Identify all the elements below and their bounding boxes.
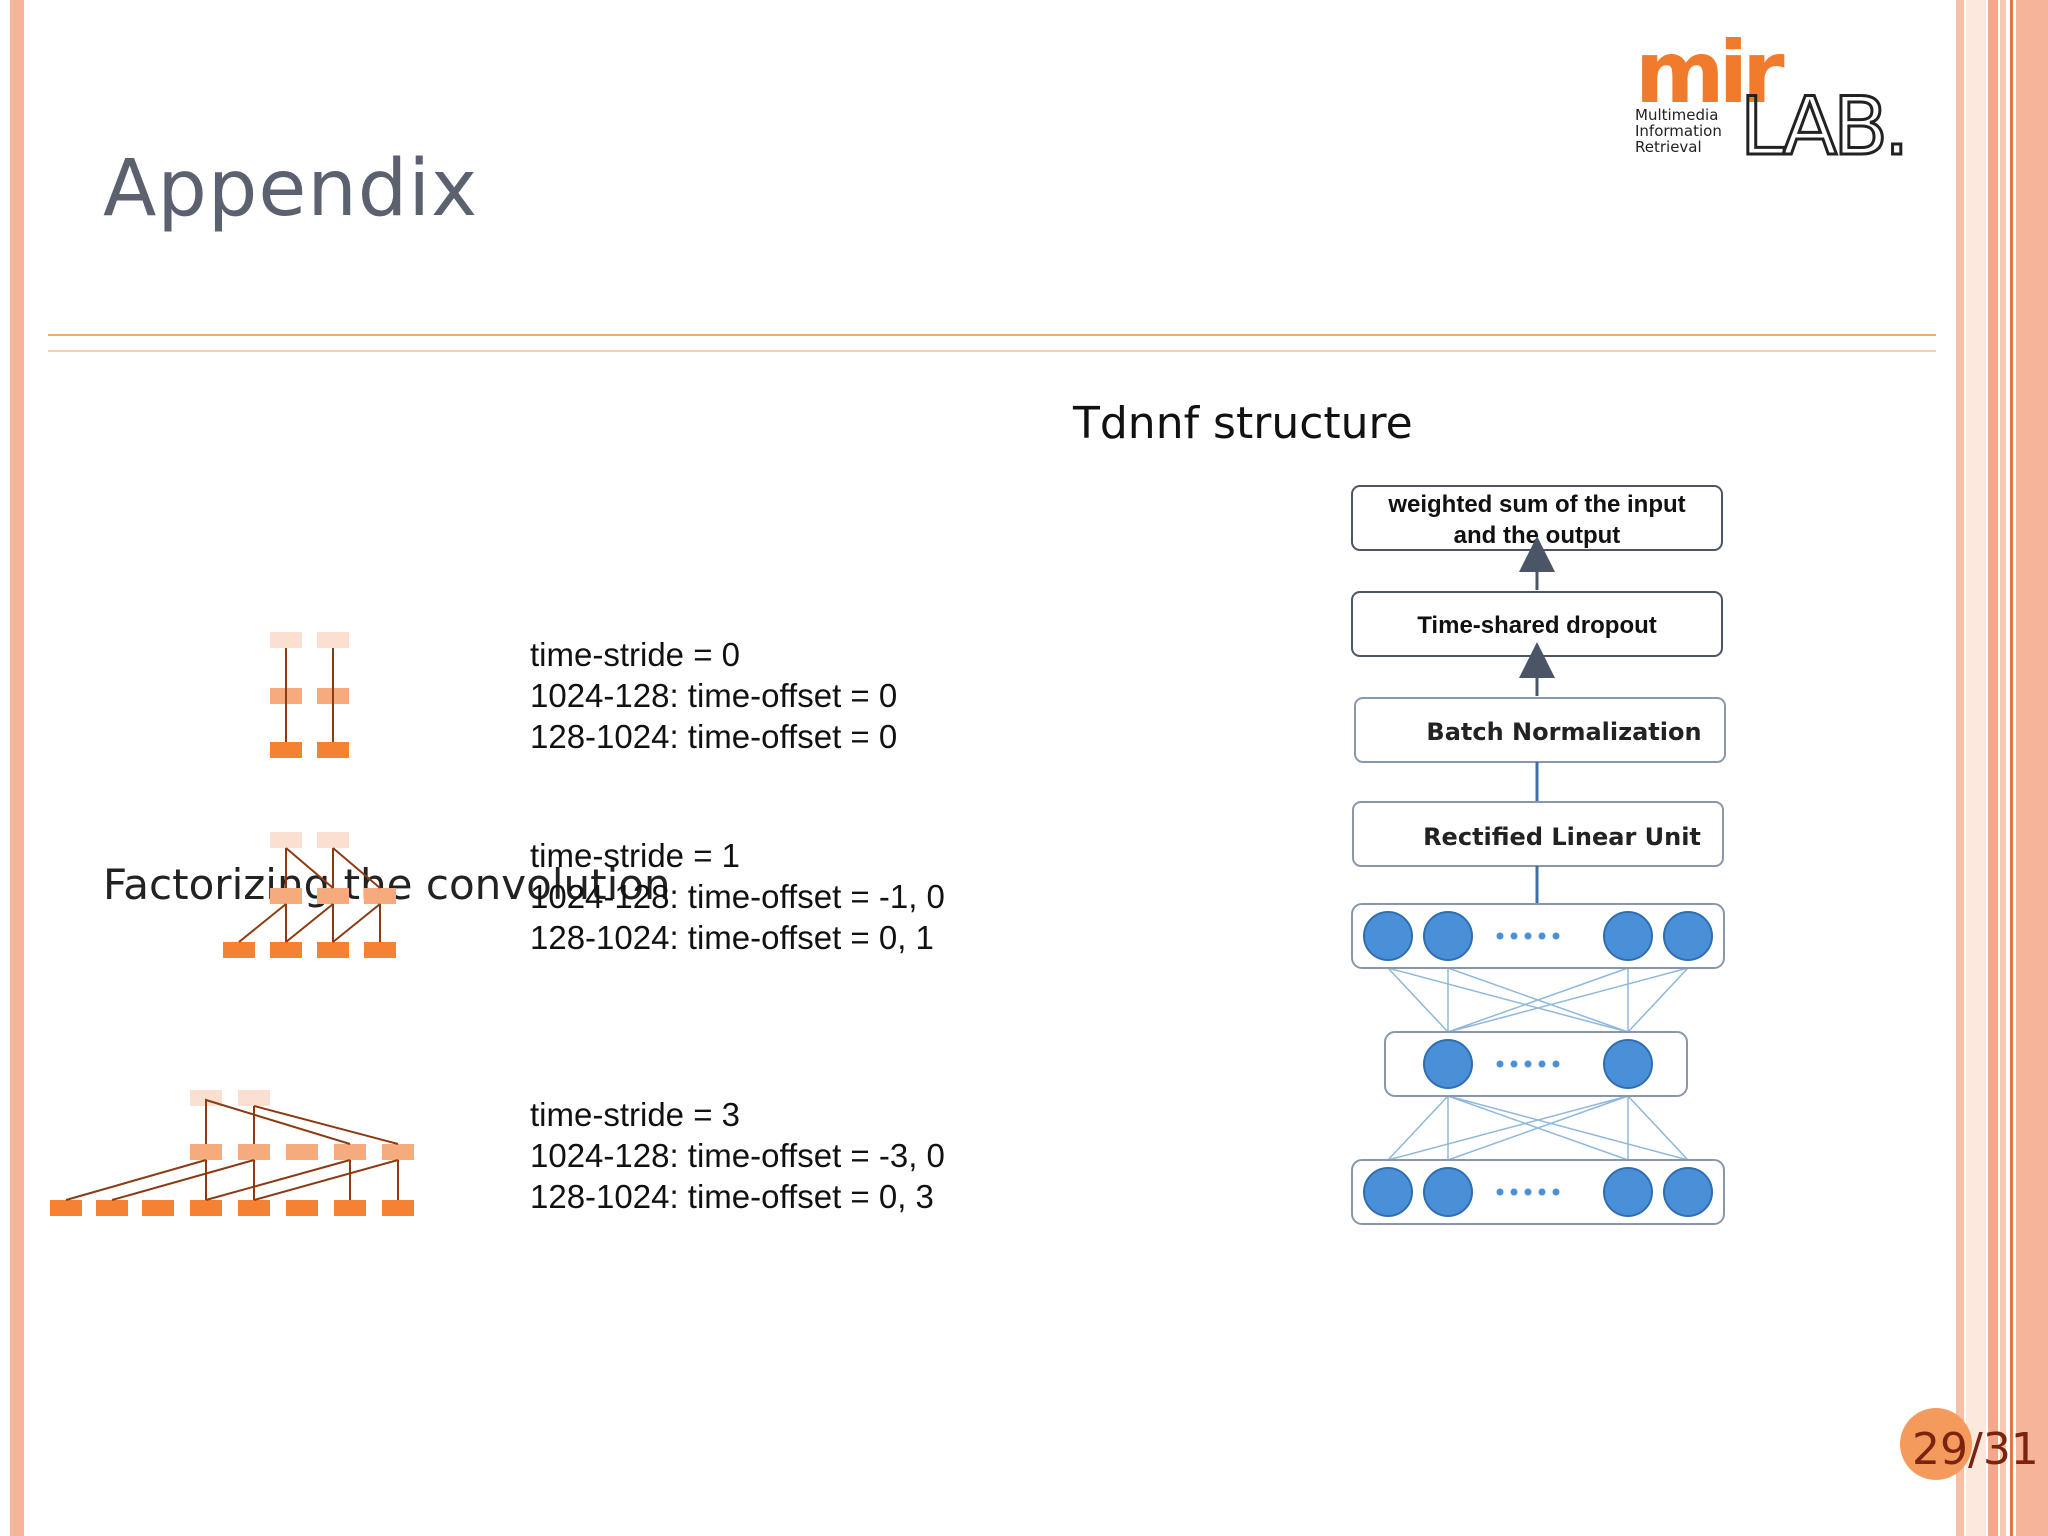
stride0-diagram xyxy=(270,632,349,758)
stride0-text: time-stride = 0 1024-128: time-offset = … xyxy=(530,634,897,757)
tdnnf-box-batchnorm: Batch Normalization xyxy=(1426,718,1701,746)
tdnnf-box-weighted-sum-line1: weighted sum of the input xyxy=(1387,491,1685,518)
mir-lab-logo: mir Multimedia Information Retrieval LAB… xyxy=(1635,30,1911,160)
page-number-badge xyxy=(1900,1408,1972,1480)
title-rule-light xyxy=(48,350,1936,352)
tdnnf-diagram: weighted sum of the input and the output… xyxy=(1351,485,1726,1225)
stride0-offset-b: 128-1024: time-offset = 0 xyxy=(530,718,898,755)
title-rule xyxy=(48,334,1936,336)
logo-line2: Information xyxy=(1635,122,1722,140)
stride1-text: time-stride = 1 1024-128: time-offset = … xyxy=(530,835,945,958)
tdnnf-box-relu: Rectified Linear Unit xyxy=(1423,823,1701,851)
left-border-bar xyxy=(10,0,24,1536)
stride3-diagram xyxy=(50,1090,414,1216)
right-border-decoration xyxy=(1956,0,2048,1536)
stride1-offset-a: 1024-128: time-offset = -1, 0 xyxy=(530,878,945,915)
stride3-offset-b: 128-1024: time-offset = 0, 3 xyxy=(530,1178,934,1215)
tdnnf-box-dropout: Time-shared dropout xyxy=(1417,612,1657,639)
tdnnf-box-weighted-sum-line2: and the output xyxy=(1454,522,1621,549)
logo-line3: Retrieval xyxy=(1635,138,1702,156)
stride3-label: time-stride = 3 xyxy=(530,1096,740,1133)
slide-title: Appendix xyxy=(103,144,479,234)
stride0-offset-a: 1024-128: time-offset = 0 xyxy=(530,677,898,714)
logo-lab-text: LAB. xyxy=(1740,80,1905,160)
stride1-diagram xyxy=(223,832,396,958)
stride1-label: time-stride = 1 xyxy=(530,837,740,874)
logo-line1: Multimedia xyxy=(1635,106,1718,124)
stride1-offset-b: 128-1024: time-offset = 0, 1 xyxy=(530,919,934,956)
stride3-text: time-stride = 3 1024-128: time-offset = … xyxy=(530,1094,945,1217)
stride0-label: time-stride = 0 xyxy=(530,636,740,673)
page-number: 29/31 xyxy=(1912,1424,2039,1475)
logo-mark-text: mir xyxy=(1635,30,1785,123)
stride-diagrams xyxy=(50,632,414,1216)
tdnnf-title: Tdnnf structure xyxy=(1073,398,1413,449)
stride3-offset-a: 1024-128: time-offset = -3, 0 xyxy=(530,1137,945,1174)
